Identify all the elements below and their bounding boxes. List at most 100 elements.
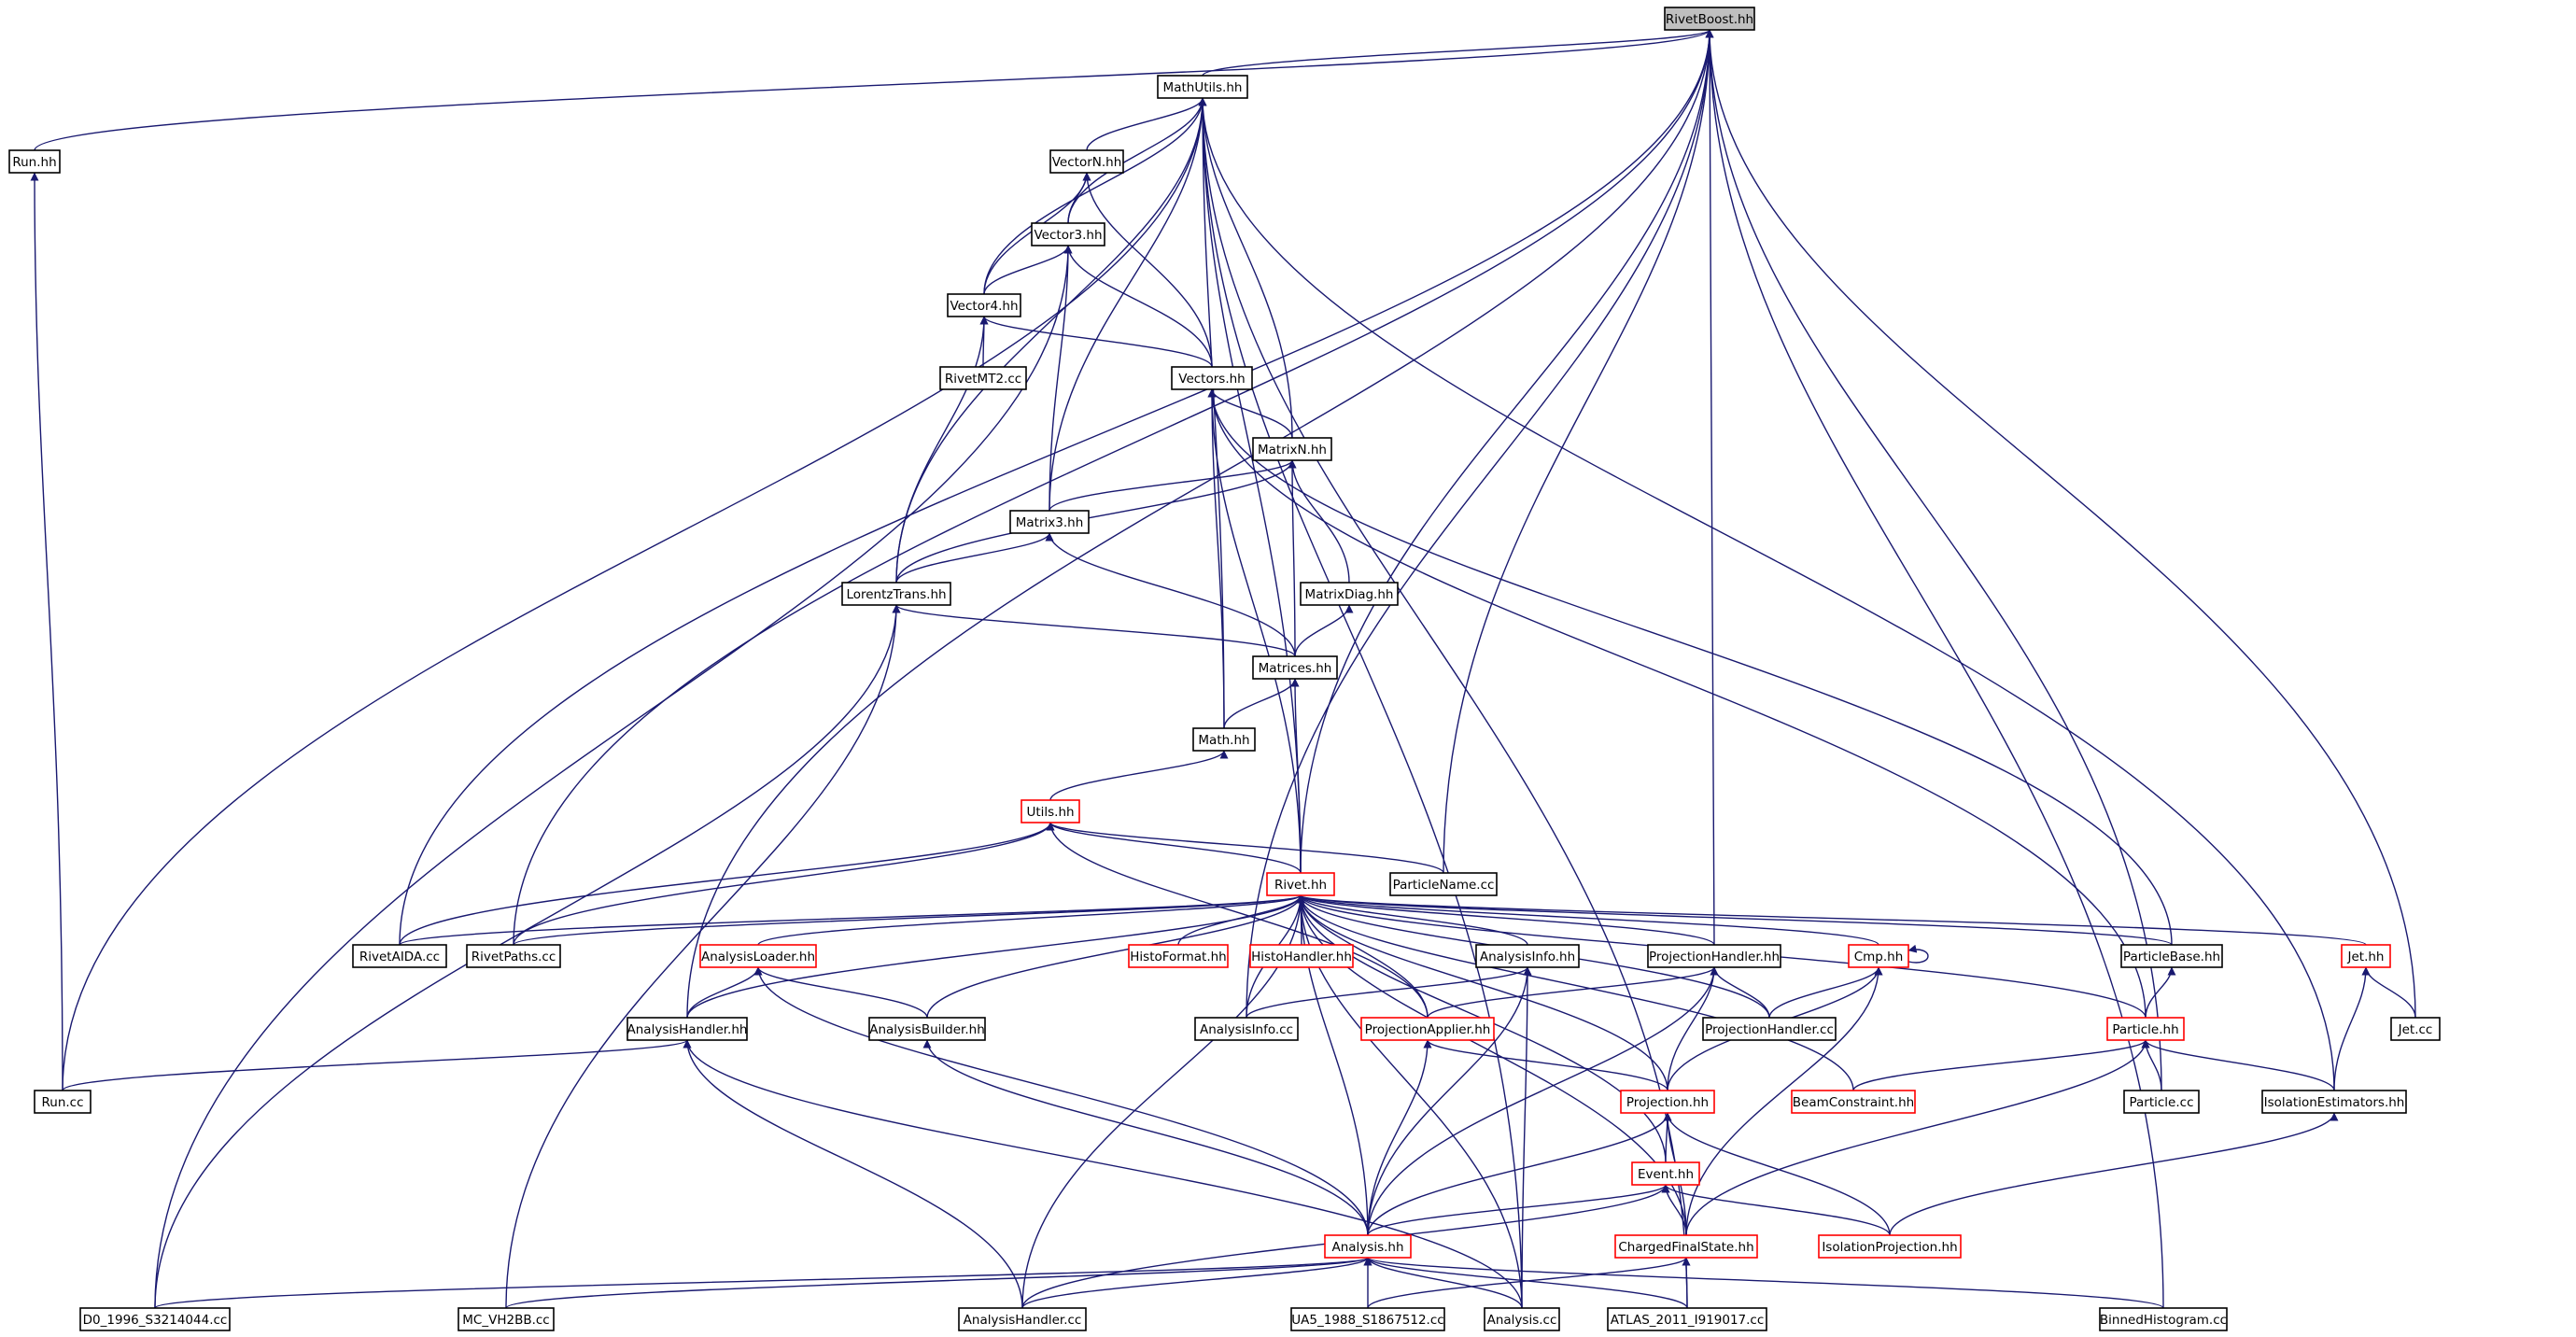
node-projectionapplier-hh[interactable]: ProjectionApplier.hh xyxy=(1360,1017,1495,1041)
edge-AnalysisLoader_hh-to-Rivet_hh xyxy=(757,894,1305,946)
node-matrices-hh[interactable]: Matrices.hh xyxy=(1252,655,1338,680)
node-run-cc[interactable]: Run.cc xyxy=(34,1090,91,1114)
edge-IsolationProjection_hh-to-IsolationEstimators_hh xyxy=(1889,1112,2339,1236)
node-binnedhistogram-cc[interactable]: BinnedHistogram.cc xyxy=(2099,1307,2228,1331)
node-analysisinfo-hh[interactable]: AnalysisInfo.hh xyxy=(1475,944,1580,968)
edge-ATLAS_2011_cc-to-ChargedFinalState_hh xyxy=(1682,1257,1691,1309)
node-particle-cc[interactable]: Particle.cc xyxy=(2123,1090,2200,1114)
node-rivet-hh[interactable]: Rivet.hh xyxy=(1266,872,1335,896)
node-label: RivetAIDA.cc xyxy=(359,950,440,964)
node-utils-hh[interactable]: Utils.hh xyxy=(1021,799,1080,823)
node-analysis-cc[interactable]: Analysis.cc xyxy=(1484,1307,1560,1331)
node-box xyxy=(1192,727,1256,752)
node-jet-cc[interactable]: Jet.cc xyxy=(2390,1017,2441,1041)
edge-ParticleName_cc-to-Utils_hh xyxy=(1046,822,1444,874)
node-matrixdiag-hh[interactable]: MatrixDiag.hh xyxy=(1300,582,1399,606)
node-cmp-hh[interactable]: Cmp.hh xyxy=(1848,944,1909,968)
node-particle-hh[interactable]: Particle.hh xyxy=(2106,1017,2185,1041)
edge-D0_1996_cc-to-Vector3_hh xyxy=(154,245,1073,1309)
node-matrix3-hh[interactable]: Matrix3.hh xyxy=(1009,510,1090,534)
node-label: MC_VH2BB.cc xyxy=(462,1313,549,1328)
node-box xyxy=(1614,1234,1758,1259)
node-box xyxy=(1290,1307,1445,1331)
node-box xyxy=(1702,1017,1837,1041)
node-vectorn-hh[interactable]: VectorN.hh xyxy=(1049,149,1124,174)
edge-Particle_hh-to-Vectors_hh xyxy=(1207,388,2147,1019)
node-label: Event.hh xyxy=(1638,1167,1694,1182)
node-label: BeamConstraint.hh xyxy=(1793,1095,1914,1110)
node-run-hh[interactable]: Run.hh xyxy=(8,149,61,174)
node-projectionhandler-hh[interactable]: ProjectionHandler.hh xyxy=(1647,944,1781,968)
node-box xyxy=(352,944,447,968)
node-box xyxy=(1266,872,1335,896)
node-d0-1996-cc[interactable]: D0_1996_S3214044.cc xyxy=(79,1307,231,1331)
node-rivetboost-hh[interactable]: RivetBoost.hh xyxy=(1664,7,1755,31)
node-analysishandler-hh[interactable]: AnalysisHandler.hh xyxy=(626,1017,748,1041)
node-projectionhandler-cc[interactable]: ProjectionHandler.cc xyxy=(1702,1017,1837,1041)
node-label: AnalysisBuilder.hh xyxy=(869,1022,985,1037)
edge-Matrices_hh-to-LorentzTrans_hh xyxy=(892,604,1296,657)
node-histoformat-hh[interactable]: HistoFormat.hh xyxy=(1128,944,1229,968)
node-jet-hh[interactable]: Jet.hh xyxy=(2341,944,2391,968)
edge-Cmp_hh-to-Cmp_hh xyxy=(1907,944,1929,964)
node-label: ATLAS_2011_I919017.cc xyxy=(1611,1313,1765,1328)
node-isolationestimators-hh[interactable]: IsolationEstimators.hh xyxy=(2261,1090,2407,1114)
edge-Vectors_hh-to-VectorN_hh xyxy=(1082,172,1213,368)
edge-Rivet_hh-to-Utils_hh xyxy=(1046,822,1302,874)
node-particlebase-hh[interactable]: ParticleBase.hh xyxy=(2120,944,2223,968)
node-atlas-2011-cc[interactable]: ATLAS_2011_I919017.cc xyxy=(1607,1307,1767,1331)
node-matrixn-hh[interactable]: MatrixN.hh xyxy=(1252,437,1332,461)
node-rivetpaths-cc[interactable]: RivetPaths.cc xyxy=(466,944,561,968)
node-label: RivetMT2.cc xyxy=(945,372,1021,387)
edge-Projection_hh-to-Rivet_hh xyxy=(1296,894,1668,1091)
node-label: UA5_1988_S1867512.cc xyxy=(1291,1313,1443,1328)
edge-AnalysisBuilder_hh-to-AnalysisLoader_hh xyxy=(753,966,928,1019)
edge-ATLAS_2011_cc-to-MathUtils_hh xyxy=(1198,97,1688,1309)
edge-Rivet_hh-to-MathUtils_hh xyxy=(1198,97,1302,874)
edge-Rivet_hh-to-RivetBoost_hh xyxy=(1300,29,1714,874)
node-analysis-hh[interactable]: Analysis.hh xyxy=(1324,1234,1412,1259)
node-vectors-hh[interactable]: Vectors.hh xyxy=(1171,366,1253,390)
node-box xyxy=(79,1307,231,1331)
edge-Jet_cc-to-RivetBoost_hh xyxy=(1705,29,2416,1019)
node-box xyxy=(2261,1090,2407,1114)
node-box xyxy=(1049,149,1124,174)
node-ua5-1988-cc[interactable]: UA5_1988_S1867512.cc xyxy=(1290,1307,1445,1331)
node-histohandler-hh[interactable]: HistoHandler.hh xyxy=(1249,944,1354,968)
node-rivetmt2-cc[interactable]: RivetMT2.cc xyxy=(939,366,1027,390)
node-box xyxy=(1171,366,1253,390)
node-box xyxy=(1300,582,1399,606)
edge-UA5_1988_cc-to-ChargedFinalState_hh xyxy=(1367,1257,1691,1309)
node-mc-vh2bb-cc[interactable]: MC_VH2BB.cc xyxy=(457,1307,555,1331)
edge-Projection_hh-to-ProjectionApplier_hh xyxy=(1423,1039,1668,1091)
node-mathutils-hh[interactable]: MathUtils.hh xyxy=(1157,75,1248,99)
node-projection-hh[interactable]: Projection.hh xyxy=(1620,1090,1715,1114)
node-rivetaida-cc[interactable]: RivetAIDA.cc xyxy=(352,944,447,968)
node-box xyxy=(958,1307,1087,1331)
node-event-hh[interactable]: Event.hh xyxy=(1631,1161,1700,1186)
edge-Vectors_hh-to-Vector3_hh xyxy=(1063,245,1213,368)
edge-Analysis_cc-to-Analysis_hh xyxy=(1363,1257,1523,1309)
node-box xyxy=(1818,1234,1962,1259)
node-analysisinfo-cc[interactable]: AnalysisInfo.cc xyxy=(1194,1017,1299,1041)
node-analysisloader-hh[interactable]: AnalysisLoader.hh xyxy=(699,944,817,968)
node-chargedfinalstate-hh[interactable]: ChargedFinalState.hh xyxy=(1614,1234,1758,1259)
node-analysisbuilder-hh[interactable]: AnalysisBuilder.hh xyxy=(868,1017,986,1041)
edge-ProjectionHandler_cc-to-ProjectionHandler_hh xyxy=(1710,966,1770,1019)
edge-ProjectionApplier_hh-to-Utils_hh xyxy=(1046,822,1429,1019)
edge-Particle_hh-to-ParticleBase_hh xyxy=(2145,966,2176,1019)
node-particlename-cc[interactable]: ParticleName.cc xyxy=(1389,872,1498,896)
edge-Vectors_hh-to-Vector4_hh xyxy=(979,316,1213,368)
node-label: Rivet.hh xyxy=(1274,878,1327,893)
node-label: Matrices.hh xyxy=(1259,661,1332,676)
node-isolationprojection-hh[interactable]: IsolationProjection.hh xyxy=(1818,1234,1962,1259)
node-beamconstraint-hh[interactable]: BeamConstraint.hh xyxy=(1791,1090,1916,1114)
edge-BinnedHistogram_cc-to-RivetBoost_hh xyxy=(1705,29,2164,1309)
node-analysishandler-cc[interactable]: AnalysisHandler.cc xyxy=(958,1307,1087,1331)
node-vector3-hh[interactable]: Vector3.hh xyxy=(1031,222,1105,246)
node-math-hh[interactable]: Math.hh xyxy=(1192,727,1256,752)
node-label: Math.hh xyxy=(1198,733,1249,748)
node-vector4-hh[interactable]: Vector4.hh xyxy=(947,293,1021,317)
node-lorentztrans-hh[interactable]: LorentzTrans.hh xyxy=(841,582,951,606)
edge-Analysis_cc-to-AnalysisHandler_hh xyxy=(683,1039,1523,1309)
